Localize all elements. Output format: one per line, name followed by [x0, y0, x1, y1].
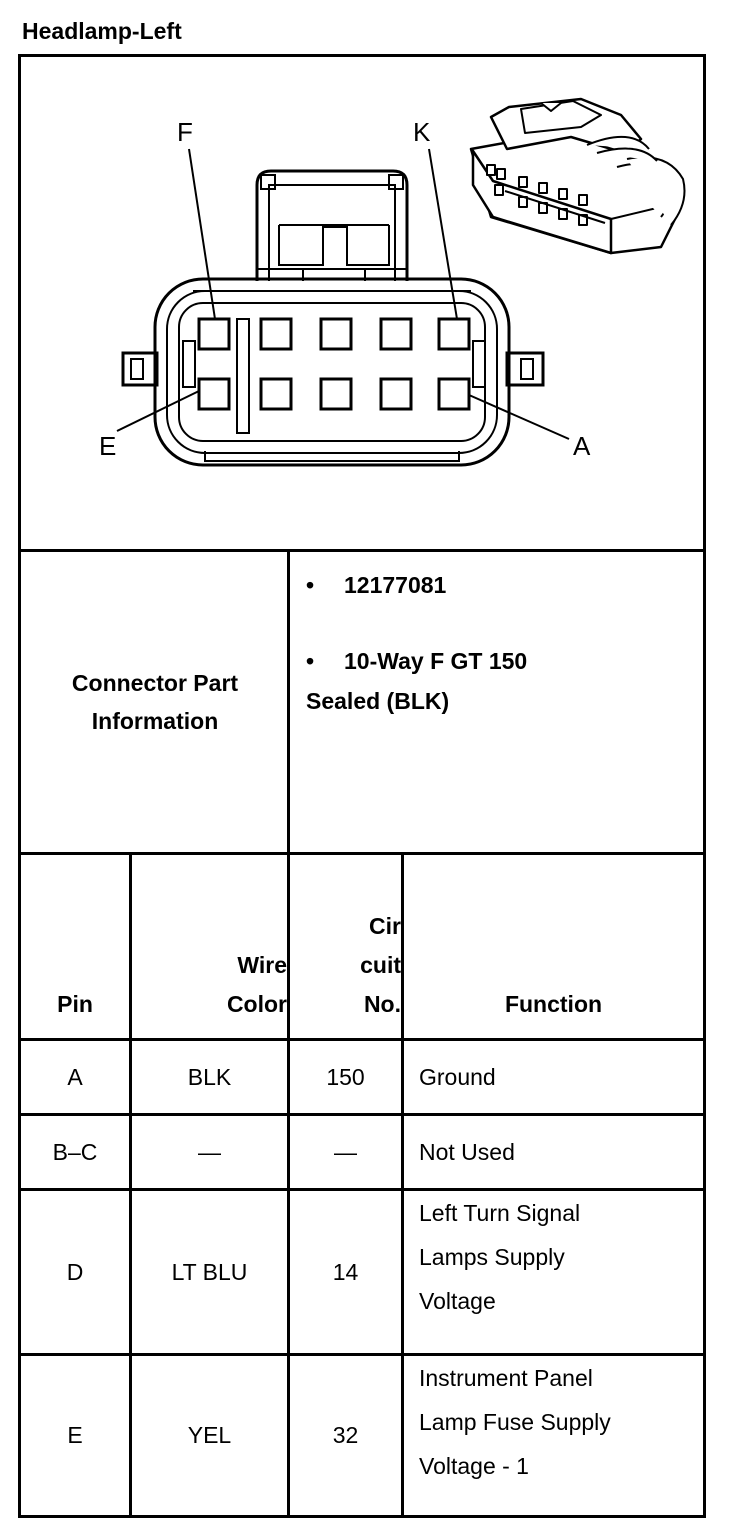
description-line: Sealed (BLK) [306, 688, 450, 714]
cavity-d [259, 377, 293, 411]
label-a: A [573, 431, 591, 461]
table-cell-wire-color: BLK [187, 1063, 232, 1090]
divider [21, 1113, 703, 1116]
table-cell-circuit: 150 [326, 1063, 365, 1090]
divider [129, 855, 132, 1515]
table-cell-function: Left Turn Signal Lamps Supply Voltage [419, 1200, 581, 1314]
divider [21, 852, 703, 855]
description-row: • 10-Way F GT 150 [306, 648, 527, 675]
table-cell-wire-color: YEL [187, 1422, 232, 1448]
table-cell-pin: D [66, 1258, 84, 1285]
divider [21, 1353, 703, 1356]
cavity-k [437, 317, 471, 351]
cavity-b [379, 377, 413, 411]
divider [21, 1188, 703, 1191]
cavity-j [379, 317, 413, 351]
header-wire-color: Wire Color [226, 952, 287, 1017]
bullet: • [306, 648, 315, 674]
connector-info-label-line: Connector Part [71, 670, 239, 696]
latch-outline [255, 169, 409, 281]
divider [287, 855, 290, 1515]
right-tab [505, 351, 545, 387]
description-line: 10-Way F GT 150 [344, 648, 528, 674]
latch-cutout [278, 225, 390, 266]
table-cell-pin: B–C [52, 1138, 98, 1165]
label-k: K [413, 117, 431, 147]
table-cell-pin: A [67, 1063, 83, 1090]
divider [401, 855, 404, 1515]
description-row: Sealed (BLK) [306, 688, 449, 715]
table-cell-function: Not Used [419, 1139, 515, 1165]
table-cell-circuit: 32 [332, 1422, 359, 1448]
table-cell-pin: E [67, 1422, 83, 1448]
cavity-a [437, 377, 471, 411]
latch-right-nub [388, 174, 404, 190]
table-cell-function: Ground [419, 1064, 496, 1090]
cavity-c [319, 377, 353, 411]
cavity-f [197, 317, 231, 351]
cavity-e [197, 377, 231, 411]
leader-e [116, 390, 200, 432]
left-tab-inner [130, 358, 144, 380]
latch-left-nub [260, 174, 276, 190]
cavity-g [259, 317, 293, 351]
label-f: F [177, 117, 193, 147]
connector-info-label-line: Information [91, 708, 219, 734]
connector-info-label: Connector Part Information [21, 552, 289, 852]
divider [21, 549, 703, 552]
table-cell-circuit: 14 [332, 1258, 359, 1285]
housing-mid [166, 290, 498, 454]
part-number-row: • 12177081 [306, 572, 446, 599]
table-cell-wire-color: LT BLU [171, 1258, 248, 1285]
divider [21, 1038, 703, 1041]
part-number: 12177081 [344, 572, 447, 598]
header-pin: Pin [57, 991, 93, 1017]
bullet: • [306, 572, 315, 598]
connector-table-frame: F K E A Connector Part Information • 1217… [18, 54, 706, 1518]
connector-diagram: F K E A [99, 97, 686, 467]
housing-outer [153, 277, 511, 467]
leader-f [188, 148, 216, 320]
connector-3d-view [469, 97, 686, 255]
leader-k [428, 148, 458, 320]
table-cell-wire-color: — [198, 1138, 221, 1165]
left-slot [182, 340, 196, 388]
key-rib [236, 318, 250, 434]
table-cell-circuit: — [334, 1138, 357, 1165]
table-cell-function: Instrument Panel Lamp Fuse Supply Voltag… [419, 1365, 611, 1479]
right-tab-inner [520, 358, 534, 380]
cavity-h [319, 317, 353, 351]
left-tab [121, 351, 159, 387]
header-function: Function [504, 991, 603, 1017]
latch-inner [268, 184, 396, 281]
divider [287, 552, 290, 852]
right-slot [472, 340, 486, 388]
header-circuit: Cir cuit No. [360, 913, 401, 1017]
leader-a [468, 394, 570, 440]
label-e: E [99, 431, 116, 461]
page-title: Headlamp-Left [22, 18, 182, 44]
